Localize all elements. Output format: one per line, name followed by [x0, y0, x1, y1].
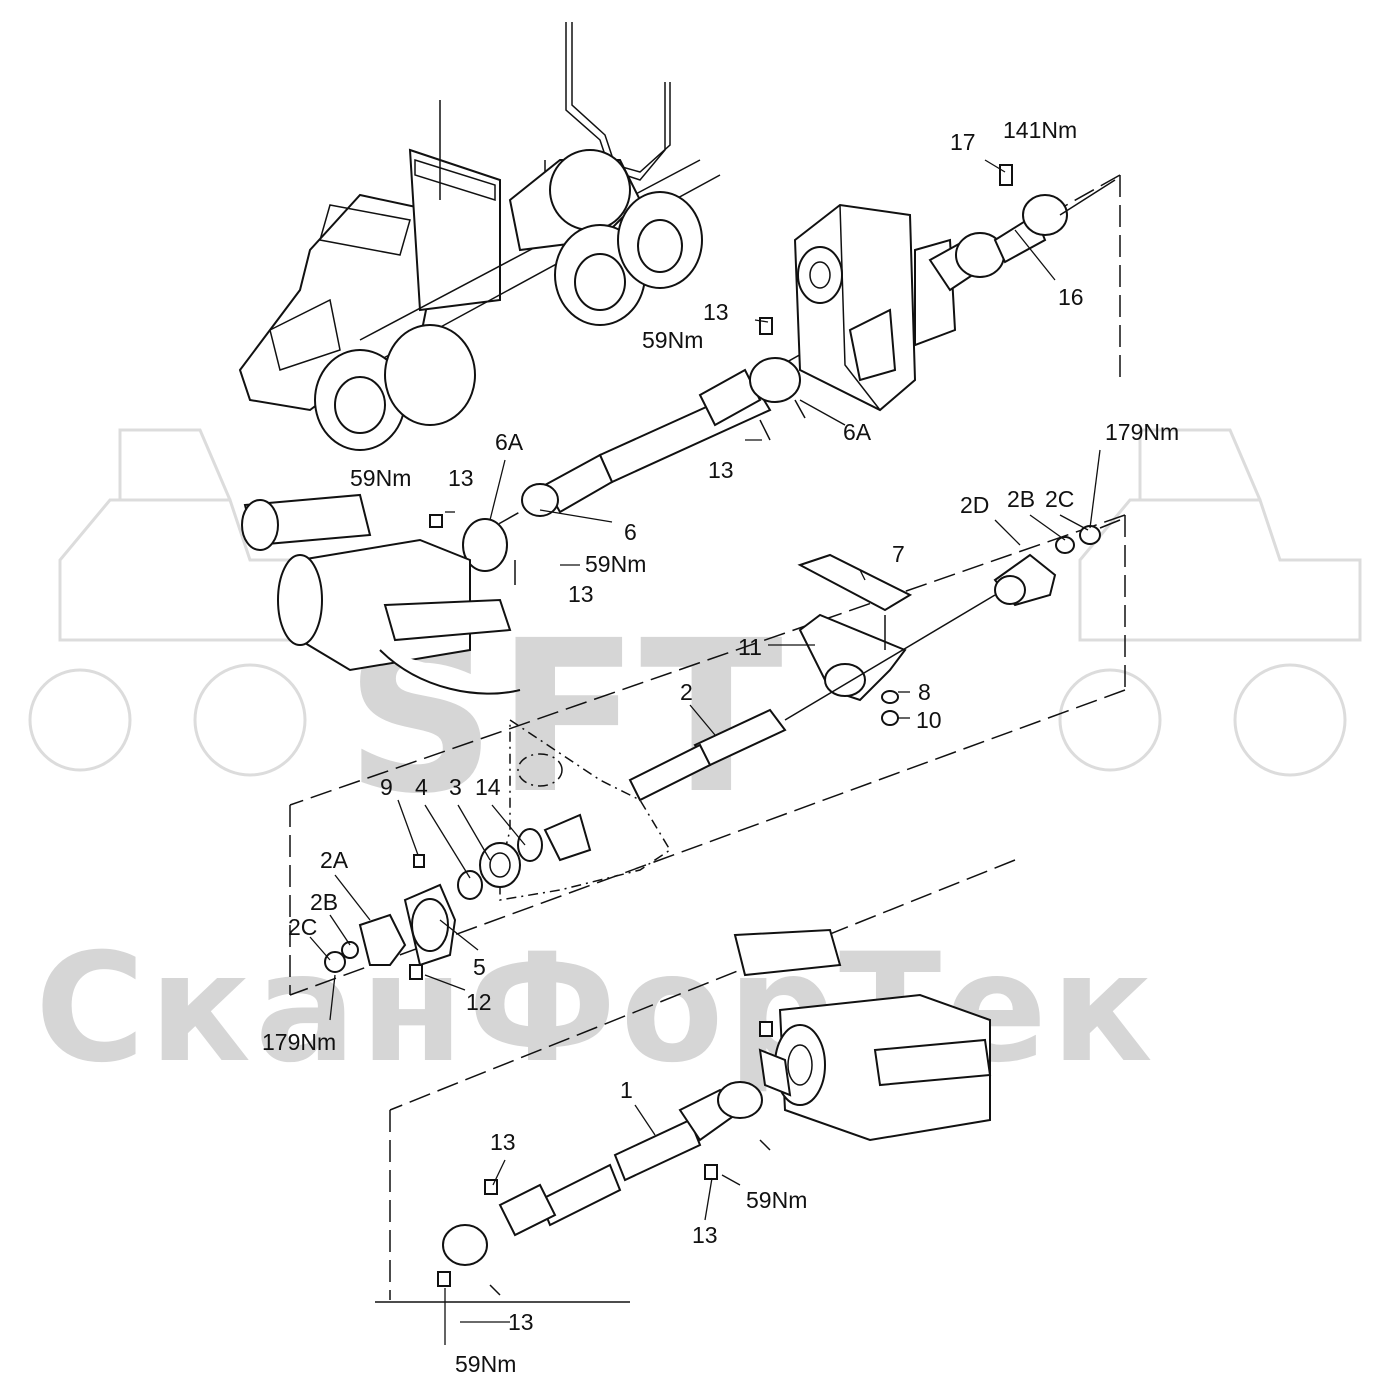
label-torque-59nm-c: 59Nm: [585, 551, 646, 577]
transfer-gearbox: [793, 203, 957, 412]
forwarder-machine-illustration: [238, 22, 721, 451]
label-torque-179nm-a: 179Nm: [1105, 419, 1179, 445]
leader-lines: [309, 159, 1101, 1345]
front-axle-housing: [241, 493, 521, 695]
label-part-13-f: 13: [692, 1222, 718, 1248]
label-torque-59nm-b: 59Nm: [350, 465, 411, 491]
drive-shaft-6: [429, 317, 806, 585]
label-part-2a: 2A: [320, 847, 349, 873]
output-flange-16: [928, 164, 1116, 292]
label-part-2b-a: 2B: [1007, 486, 1035, 512]
label-part-16: 16: [1058, 284, 1084, 310]
label-torque-59nm-e: 59Nm: [455, 1351, 516, 1377]
label-part-13-a: 13: [703, 299, 729, 325]
label-part-2: 2: [680, 679, 693, 705]
label-part-6a-b: 6A: [843, 419, 872, 445]
label-part-7: 7: [892, 541, 905, 567]
label-part-2b-b: 2B: [310, 889, 338, 915]
watermark-tractor-right: [1058, 428, 1362, 777]
watermark: SFT СканФорТек: [28, 428, 1362, 1096]
label-part-13-b: 13: [708, 457, 734, 483]
label-part-6: 6: [624, 519, 637, 545]
label-part-9: 9: [380, 774, 393, 800]
flange-2A: [324, 883, 457, 980]
drive-shaft-1: [437, 1021, 773, 1296]
bearing-bracket: [797, 553, 913, 726]
label-part-14: 14: [475, 774, 501, 800]
label-torque-179nm-b: 179Nm: [262, 1029, 336, 1055]
label-part-13-d: 13: [568, 581, 594, 607]
rear-flange-2D: [993, 519, 1121, 607]
label-part-13-c: 13: [448, 465, 474, 491]
label-part-11: 11: [738, 634, 762, 660]
label-torque-59nm-a: 59Nm: [642, 327, 703, 353]
label-torque-59nm-d: 59Nm: [746, 1187, 807, 1213]
bearing-stack: [413, 828, 543, 900]
label-part-10: 10: [916, 707, 942, 733]
label-part-13-g: 13: [508, 1309, 534, 1335]
label-part-2c-a: 2C: [1045, 486, 1074, 512]
label-part-2c-b: 2C: [288, 914, 317, 940]
label-part-6a-a: 6A: [495, 429, 524, 455]
label-part-4: 4: [415, 774, 428, 800]
label-part-13-e: 13: [490, 1129, 516, 1155]
label-part-8: 8: [918, 679, 931, 705]
rear-axle-housing: [733, 928, 992, 1142]
label-part-12: 12: [466, 989, 492, 1015]
label-part-3: 3: [449, 774, 462, 800]
label-part-5: 5: [473, 954, 486, 980]
label-part-17: 17: [950, 129, 976, 155]
label-part-2d: 2D: [960, 492, 989, 518]
shaft-2: [628, 594, 996, 802]
label-torque-141nm: 141Nm: [1003, 117, 1077, 143]
part-labels: 17 141Nm 16 13 59Nm 6A 6A 13 59Nm 13 6 5…: [262, 117, 1179, 1377]
label-part-1: 1: [620, 1077, 633, 1103]
